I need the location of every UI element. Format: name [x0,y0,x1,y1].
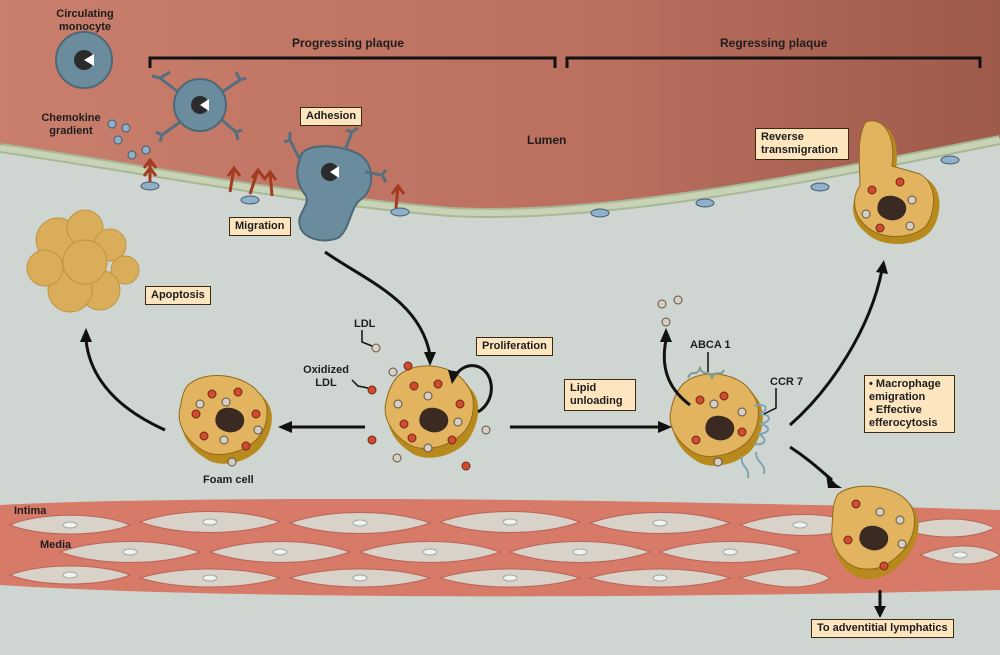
macrophage-unloading [669,365,770,479]
adhesion-box: Adhesion [300,107,363,126]
macrophage-to-lymphatics [831,485,919,580]
foam-cell [178,375,272,467]
foam-cell-label: Foam cell [203,474,254,486]
circulating-monocyte-cell [55,31,113,89]
circulating-monocyte-label: Circulating monocyte [56,8,114,33]
lymphatics-box: To adventitial lymphatics [811,619,954,638]
emigration-box: • Macrophage emigration • Effective effe… [864,375,955,433]
ldl-label: LDL [354,318,376,330]
ccr7-pointer [763,388,777,415]
macrophage-central [384,365,479,458]
ldl-particles [371,295,683,463]
oxidized-ldl-label: Oxidized LDL [303,364,349,389]
lumen-region [0,0,1000,211]
emigration-item-1: • Macrophage emigration [869,378,941,403]
adhesion-molecules [142,157,406,209]
abca1-label: ABCA 1 [690,339,731,351]
chemokine-dots [107,119,151,160]
migration-box: Migration [229,217,291,236]
proliferation-box: Proliferation [476,337,553,356]
apoptotic-body [26,209,140,313]
progressing-plaque-header: Progressing plaque [292,36,405,50]
emigration-item-2: • Effective efferocytosis [869,404,938,429]
media-layer [0,498,1000,597]
macrophage-emigrating [853,120,940,244]
rolling-monocyte [151,70,247,143]
regressing-plaque-header: Regressing plaque [720,36,828,50]
lumen-label: Lumen [527,133,567,147]
progressing-bracket [148,56,557,68]
lipid-unloading-box: Lipid unloading [564,379,636,411]
oxidized-ldl-particles [367,361,471,471]
oxldl-pointer [351,379,369,389]
ccr7-label: CCR 7 [770,376,804,388]
arrowheads [80,260,888,618]
apoptosis-box: Apoptosis [145,286,211,305]
chemokine-gradient-label: Chemokine gradient [41,112,101,137]
media-label: Media [40,539,72,551]
migrating-monocyte [283,126,388,242]
intima-label: Intima [14,505,47,517]
regressing-bracket [565,56,982,68]
reverse-transmigration-box: Reverse transmigration [755,128,849,160]
ldl-pointer [361,330,373,347]
